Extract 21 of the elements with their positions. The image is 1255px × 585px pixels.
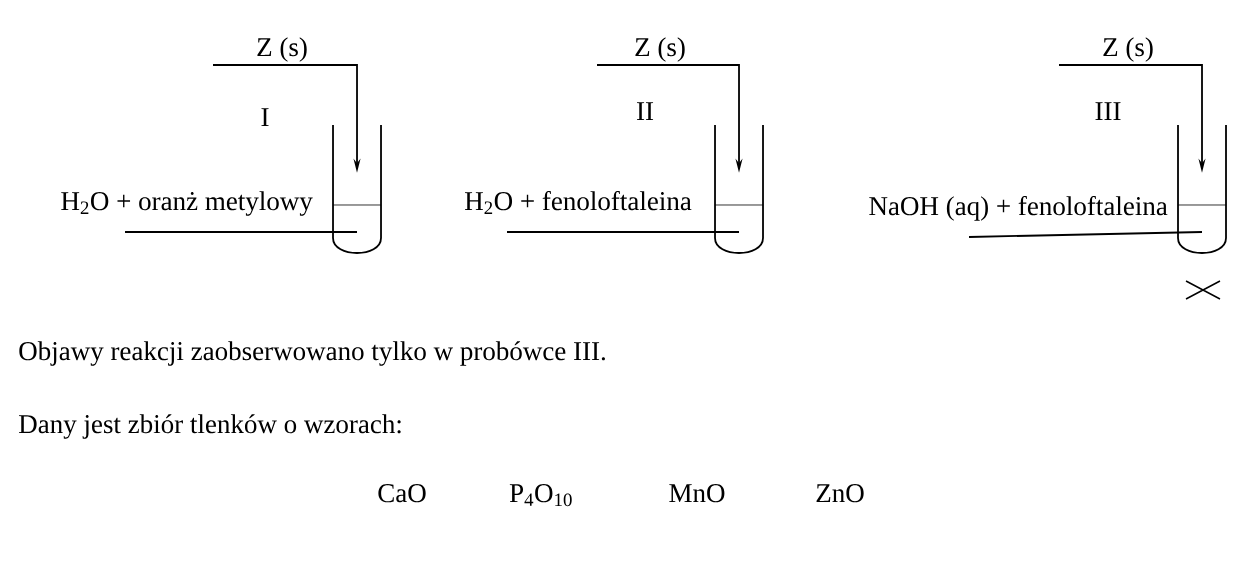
test-tube-drawing xyxy=(714,124,764,254)
sentence: Objawy reakcji zaobserwowano tylko w probówce III. xyxy=(19,341,605,366)
solution-label: H$_{2}$O + oranż metylowy xyxy=(61,191,313,216)
solution-label: H$_{2}$O + fenoloftaleina xyxy=(465,191,692,214)
reagent-label: Z (s) xyxy=(257,37,307,62)
solution-label: NaOH (aq) + fenoloftaleina xyxy=(869,196,1168,221)
test-tube-drawing xyxy=(332,124,382,254)
tube-number: III xyxy=(1095,102,1121,120)
tube-number: I xyxy=(261,108,269,126)
formula: ZnO xyxy=(816,484,864,503)
formula: P$_{4}$O$_{10}$ xyxy=(509,484,572,507)
formula: CaO xyxy=(378,484,426,503)
tube-number: II xyxy=(637,102,654,120)
reagent-label: Z (s) xyxy=(1103,37,1153,62)
leader-line xyxy=(124,231,358,233)
test-tube-drawing xyxy=(1177,124,1227,254)
sentence: Dany jest zbiór tlenków o wzorach: xyxy=(19,414,401,439)
leader-line xyxy=(968,231,1203,238)
formula: MnO xyxy=(669,484,725,503)
leader-line xyxy=(506,231,740,233)
reagent-label: Z (s) xyxy=(635,37,685,62)
